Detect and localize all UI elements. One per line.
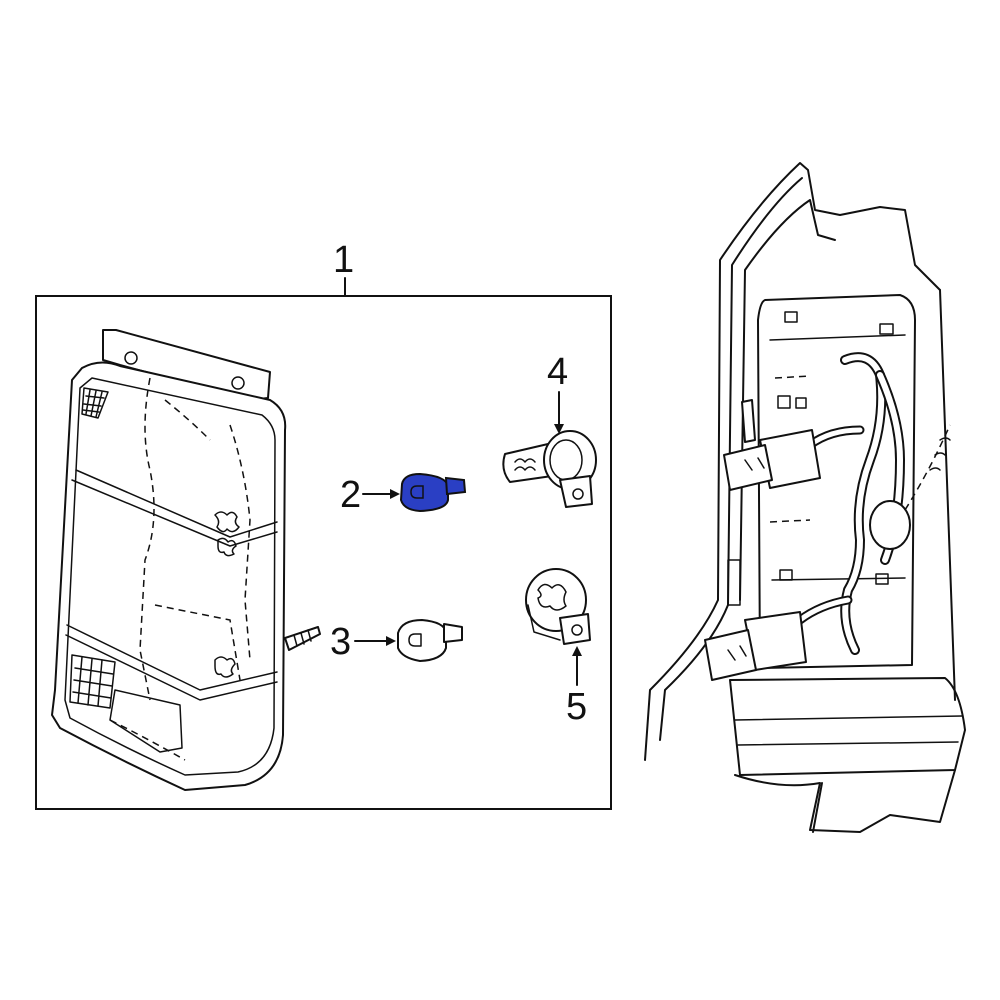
callout-3-arrowhead (386, 636, 396, 646)
bulb-socket-icon[interactable] (502, 430, 597, 508)
callout-5-arrowhead (572, 646, 582, 656)
callout-5-label[interactable]: 5 (566, 686, 587, 728)
callout-4-arrowhead (554, 424, 564, 434)
bulb-wedge-highlighted-icon[interactable] (399, 472, 467, 513)
vehicle-rear-corner-icon (644, 162, 966, 833)
callout-2-arrowhead (390, 489, 400, 499)
bulb-socket-icon[interactable] (525, 568, 591, 645)
tail-lamp-assembly-icon[interactable] (51, 329, 287, 791)
callout-2-label[interactable]: 2 (340, 474, 361, 516)
wiring-harness-icon (704, 352, 951, 681)
callout-3-label[interactable]: 3 (330, 621, 351, 663)
mounting-stud-icon (284, 626, 321, 651)
callout-4-label[interactable]: 4 (547, 351, 568, 393)
callout-1-label[interactable]: 1 (333, 239, 354, 281)
assembly-frame (35, 295, 612, 810)
bulb-wedge-icon[interactable] (397, 619, 463, 662)
